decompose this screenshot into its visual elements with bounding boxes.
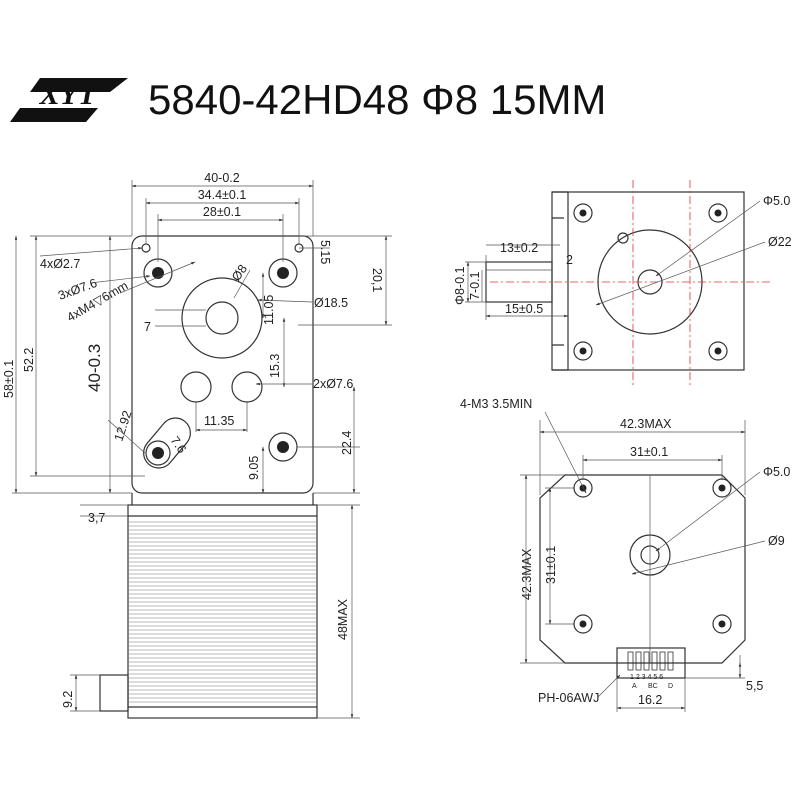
label-side-boss-dia: Ø22: [768, 235, 792, 249]
brand-logo: XYT: [10, 78, 128, 122]
dim-shaft-dia: Φ8-0.1: [453, 266, 467, 305]
pin-phase-bc: BC: [648, 683, 658, 690]
dim-flat-depth: 2: [566, 253, 573, 267]
dim-offset-15-3: 15.3: [268, 354, 282, 378]
dim-end-height: 42.3MAX: [520, 548, 534, 600]
dim-spacing-11-35: 11.35: [204, 414, 234, 428]
dim-flat: 7-0.1: [468, 271, 482, 300]
dim-height-52: 52.2: [22, 348, 36, 372]
drawing-title: 5840-42HD48 Φ8 15MM: [148, 76, 606, 123]
dim-bottom-offset: 9.05: [247, 456, 261, 480]
side-view: 13±0.2 2 Φ8-0.1 7-0.1 15±0.5 Φ5.0 Ø22: [453, 180, 792, 385]
motor-body: [127, 504, 318, 719]
label-small-holes: 2xØ7.6: [313, 377, 353, 391]
connector-pin: [667, 651, 674, 671]
connector-pin: [659, 651, 666, 671]
dim-end-hole-spacing: 31±0.1: [630, 445, 668, 459]
motor-end-outline: [539, 474, 746, 664]
connector-pin: [651, 651, 658, 671]
label-side-hole-dia: Φ5.0: [763, 194, 790, 208]
dim-end-hole-spacing-v: 31±0.1: [544, 546, 558, 584]
side-housing: [551, 191, 745, 371]
pin-phase-d: D: [668, 683, 673, 690]
motor-end-view: 1 2 3 4 5 6 A BC D 4-M3 3.5MIN 42.3MAX 3…: [460, 397, 790, 712]
end-hole: [712, 614, 732, 634]
dim-connector-h: 9.2: [61, 691, 75, 708]
dim-shaft-len: 13±0.2: [500, 241, 538, 255]
connector-pin: [643, 651, 650, 671]
side-hole: [573, 203, 593, 223]
dim-inner-width: 28±0.1: [203, 205, 241, 219]
cooling-fins: [128, 521, 317, 703]
output-boss: [181, 277, 263, 359]
dim-motor-len: 48MAX: [336, 598, 350, 640]
dim-hole-spacing: 34.4±0.1: [198, 188, 247, 202]
dim-height-22-4: 22.4: [340, 431, 354, 455]
dim-width-total: 40-0.2: [204, 171, 239, 185]
label-end-thread: 4-M3 3.5MIN: [460, 397, 532, 411]
small-hole: [231, 371, 263, 403]
gearbox-plate: [131, 235, 314, 494]
dim-flange-thk: 3,7: [88, 511, 105, 525]
end-connector: [616, 647, 686, 679]
dim-height-58: 58±0.1: [2, 360, 16, 398]
logo-text: XYT: [39, 78, 98, 111]
pin-phase-a: A: [632, 683, 637, 690]
pin-numbers: 1 2 3 4 5 6: [630, 674, 663, 681]
dim-right-height: 20,1: [370, 268, 384, 292]
dim-conn-offset: 5,5: [746, 679, 763, 693]
dim-height-40: 40-0.3: [85, 344, 104, 392]
connector-side: [99, 674, 129, 712]
dim-conn-width: 16.2: [638, 693, 662, 707]
label-connector: PH-06AWJ: [538, 691, 599, 705]
connector-pin: [635, 651, 642, 671]
slot-hole: [145, 440, 171, 466]
side-hole: [573, 341, 593, 361]
dim-shaft-total: 15±0.5: [505, 302, 543, 316]
dim-offset-v: 11.05: [262, 295, 276, 325]
label-end-hole-dia: Φ5.0: [763, 465, 790, 479]
connector-pins: [627, 651, 674, 671]
dim-offset-7: 7: [144, 320, 151, 334]
label-boss-dia: Ø18.5: [314, 296, 348, 310]
side-hole: [708, 203, 728, 223]
label-shaft-dia: Ø8: [229, 262, 250, 284]
side-hole: [708, 341, 728, 361]
output-shaft: [205, 301, 239, 335]
small-hole: [180, 371, 212, 403]
dim-top-offset: 5.15: [318, 240, 332, 264]
front-view: 40-0.2 34.4±0.1 28±0.1 5.15 20,1 4xØ2.7 …: [2, 171, 392, 719]
side-shaft: [485, 261, 553, 303]
dim-end-width: 42.3MAX: [620, 417, 672, 431]
dim-slot-width: 7.6: [168, 434, 189, 456]
connector-pin: [627, 651, 634, 671]
slot-hole-core: [152, 447, 164, 459]
label-end-boss-dia: Ø9: [768, 534, 785, 548]
mount-hole-core: [277, 267, 289, 279]
slot: [143, 417, 191, 469]
mount-hole-core: [277, 441, 289, 453]
label-corner-holes: 4xØ2.7: [40, 257, 80, 271]
corner-hole: [141, 243, 151, 253]
